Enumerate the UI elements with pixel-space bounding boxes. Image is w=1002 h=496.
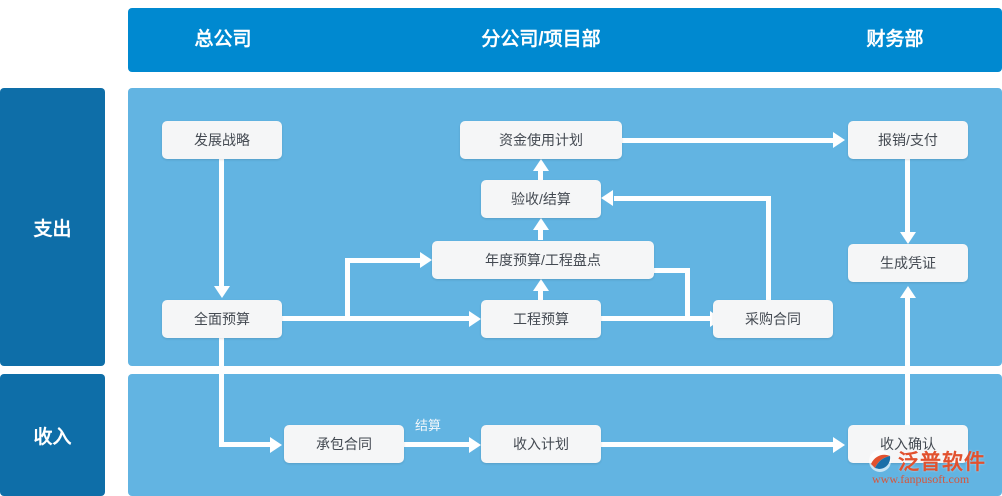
edge-fundplan-to-payment-line: [622, 138, 836, 143]
node-baoxiao-zhifu[interactable]: 报销/支付: [848, 121, 968, 159]
node-zijin-shiyong-jihua-label: 资金使用计划: [499, 132, 583, 148]
node-caigou-hetong[interactable]: 采购合同: [713, 300, 833, 338]
edge-strategy-to-budget-line: [219, 159, 224, 288]
edge-contract-to-revenueplan-arrow: [469, 437, 481, 453]
edge-payment-to-voucher-arrow: [900, 232, 916, 244]
edge-budget-to-contract-arrow: [270, 437, 282, 453]
header-column-branch-project: 分公司/项目部: [481, 29, 601, 50]
edge-fundplan-to-payment-arrow: [833, 132, 845, 148]
edge-annual-to-settle-arrow: [533, 218, 549, 230]
node-quanmian-yusuan-label: 全面预算: [194, 311, 250, 327]
edge-label-settlement: 结算: [415, 418, 442, 433]
edge-settle-to-fundplan-line: [538, 165, 543, 181]
edge-revenue-confirm-to-voucher-arrow: [900, 286, 916, 298]
edge-budget-to-annual-seg3: [345, 258, 423, 263]
node-quanmian-yusuan[interactable]: 全面预算: [162, 300, 282, 338]
edge-budget-to-contract-seg1: [219, 338, 224, 446]
sidebar-section-income: 收入: [0, 374, 105, 496]
sidebar-section-expense-label: 支出: [33, 218, 72, 240]
node-niandu-yusuan-gongcheng-pandian[interactable]: 年度预算/工程盘点: [432, 241, 654, 279]
node-chengbao-hetong-label: 承包合同: [316, 436, 372, 452]
edge-payment-to-voucher-line: [905, 159, 910, 236]
edge-project-to-purchase-line: [600, 316, 713, 321]
sidebar-section-expense: 支出: [0, 88, 105, 366]
edge-settle-to-fundplan-arrow: [533, 159, 549, 171]
edge-strategy-to-budget-arrow: [214, 286, 230, 298]
node-gongcheng-yusuan[interactable]: 工程预算: [481, 300, 601, 338]
edge-annual-to-purchase-seg2: [685, 268, 690, 319]
edge-budget-to-project-line: [282, 316, 472, 321]
edge-annual-to-settle-line: [538, 224, 543, 240]
edge-project-to-annual-line: [538, 285, 543, 301]
edge-budget-to-contract-seg2: [219, 442, 273, 447]
node-caigou-hetong-label: 采购合同: [745, 311, 801, 327]
edge-purchase-to-settle-seg1: [766, 196, 771, 301]
node-zijin-shiyong-jihua[interactable]: 资金使用计划: [460, 121, 622, 159]
edge-purchase-to-settle-arrow: [601, 190, 613, 206]
header-column-finance: 财务部: [866, 29, 924, 50]
edge-annual-to-purchase-seg1: [654, 268, 690, 273]
node-fazhan-zhanlue-label: 发展战略: [194, 132, 250, 148]
sidebar-section-income-label: 收入: [33, 426, 72, 448]
header-column-head-office: 总公司: [194, 29, 252, 50]
node-shengcheng-pingzheng[interactable]: 生成凭证: [848, 244, 968, 282]
node-shouru-queren-label: 收入确认: [880, 436, 936, 452]
node-baoxiao-zhifu-label: 报销/支付: [878, 132, 938, 148]
node-shouru-queren[interactable]: 收入确认: [848, 425, 968, 463]
node-shengcheng-pingzheng-label: 生成凭证: [880, 255, 936, 271]
edge-budget-to-annual-arrow: [420, 252, 432, 268]
node-yanshou-jiesuan-label: 验收/结算: [511, 191, 571, 207]
node-fazhan-zhanlue[interactable]: 发展战略: [162, 121, 282, 159]
edge-purchase-to-settle-seg2: [614, 196, 769, 201]
edge-revenueplan-to-confirm-arrow: [833, 437, 845, 453]
node-shouru-jihua-label: 收入计划: [513, 436, 569, 452]
node-yanshou-jiesuan[interactable]: 验收/结算: [481, 180, 601, 218]
edge-contract-to-revenueplan-line: [404, 442, 472, 447]
edge-project-to-annual-arrow: [533, 279, 549, 291]
edge-revenue-confirm-to-voucher-line: [905, 292, 910, 426]
node-gongcheng-yusuan-label: 工程预算: [513, 311, 569, 327]
edge-budget-to-annual-seg2: [345, 258, 350, 321]
node-niandu-yusuan-gongcheng-pandian-label: 年度预算/工程盘点: [485, 252, 601, 268]
edge-revenueplan-to-confirm-line: [600, 442, 836, 447]
header-bar: 总公司 分公司/项目部 财务部: [128, 8, 1002, 72]
edge-budget-to-project-arrow: [469, 311, 481, 327]
node-chengbao-hetong[interactable]: 承包合同: [284, 425, 404, 463]
node-shouru-jihua[interactable]: 收入计划: [481, 425, 601, 463]
